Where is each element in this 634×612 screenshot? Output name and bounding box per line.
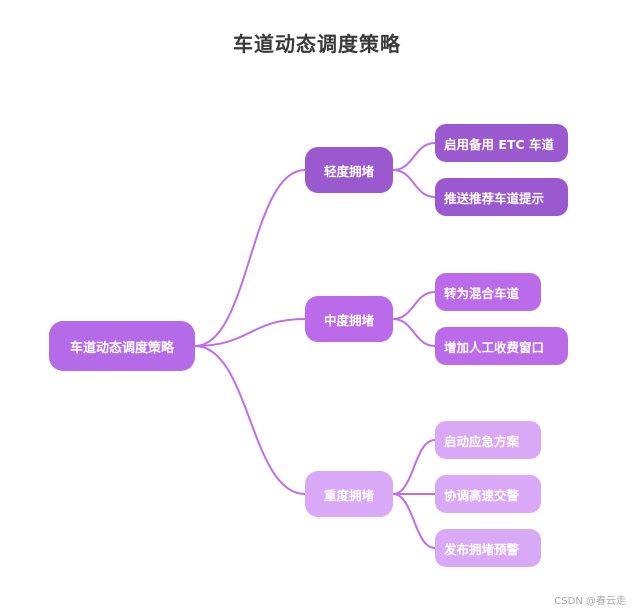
branch-medium-congestion[interactable]: 中度拥堵	[305, 296, 393, 342]
leaf-enable-backup-etc-lane[interactable]: 启用备用 ETC 车道	[435, 124, 568, 162]
root-node[interactable]: 车道动态调度策略	[49, 321, 195, 371]
edge-medium-mixed	[392, 291, 436, 320]
diagram-title: 车道动态调度策略	[233, 32, 401, 56]
leaf-coordinate-highway-police[interactable]: 协调高速交警	[435, 475, 541, 513]
edge-heavy-warning	[392, 493, 436, 549]
leaf-publish-congestion-warning[interactable]: 发布拥堵预警	[435, 529, 541, 567]
edge-root-light	[194, 169, 306, 347]
branch-heavy-congestion[interactable]: 重度拥堵	[305, 471, 393, 517]
watermark-text: CSDN @春云走	[554, 596, 626, 607]
edge-root-heavy	[194, 345, 306, 495]
leaf-switch-mixed-lane[interactable]: 转为混合车道	[435, 273, 541, 311]
branch-light-congestion[interactable]: 轻度拥堵	[305, 147, 393, 193]
edge-light-hint	[392, 169, 436, 198]
edge-root-medium	[194, 318, 306, 347]
leaf-push-lane-hint[interactable]: 推送推荐车道提示	[435, 178, 568, 216]
edge-light-etc	[392, 142, 436, 171]
edge-heavy-emergency	[392, 439, 436, 495]
leaf-add-manual-toll-window[interactable]: 增加人工收费窗口	[435, 327, 568, 365]
edge-medium-window	[392, 318, 436, 347]
leaf-start-emergency-plan[interactable]: 启动应急方案	[435, 421, 541, 459]
